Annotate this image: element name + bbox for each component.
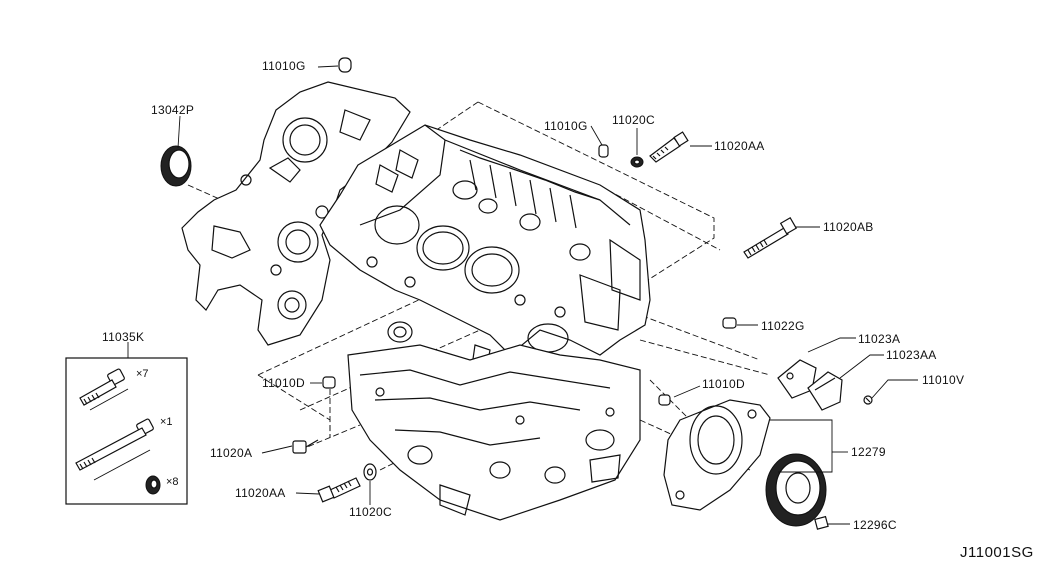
plug-11010g-top [338,57,352,73]
leader-lines [127,65,918,525]
label-11022g: 11022G [761,319,805,333]
label-11020c-top: 11020C [612,113,655,127]
bolt-kit-box [65,357,188,505]
cylinder-block [319,124,651,373]
diagram-code: J11001SG [960,544,1034,561]
screw-11010v [863,395,873,405]
dowel-11022g [722,317,737,329]
plug-11010d-left [322,376,336,389]
label-11020c-bottom: 11020C [349,505,392,519]
kit-quantity-bolt-short: ×7 [136,368,149,380]
label-11020a: 11020A [210,446,253,460]
lower-block [347,344,641,521]
kit-quantity-washer: ×8 [166,476,179,488]
bolt-11020ab [743,216,798,259]
label-12279: 12279 [851,445,886,459]
rear-oil-seal [765,453,827,527]
label-11020ab: 11020AB [823,220,874,234]
plug-11010d-right [658,394,671,406]
bolt-11020aa-top [649,131,689,163]
label-11010g-mid: 11010G [544,119,588,133]
bolt-11020a [292,439,319,454]
label-11010g-top: 11010G [262,59,306,73]
label-11023a: 11023A [858,332,901,346]
label-11010v: 11010V [922,373,965,387]
kit-quantity-bolt-long: ×1 [160,416,173,428]
label-11023aa: 11023AA [886,348,937,362]
label-11010d-right: 11010D [702,377,745,391]
rear-plate-12279 [663,399,771,511]
label-11035k: 11035K [102,330,145,344]
washer-11020c-top [630,156,644,168]
label-12296c: 12296C [853,518,897,532]
front-oil-seal [160,145,192,187]
label-11020aa-bottom: 11020AA [235,486,286,500]
cover-11023aa [807,371,843,411]
plug-11010g-mid [598,144,609,158]
label-13042p: 13042P [151,103,195,117]
label-11010d-left: 11010D [262,376,305,390]
washer-11020c-bottom [363,463,377,481]
bolt-11020aa-bottom [317,477,361,503]
bolt-12296c [814,515,829,530]
cover-11023a [777,359,817,399]
label-11020aa-top: 11020AA [714,139,765,153]
